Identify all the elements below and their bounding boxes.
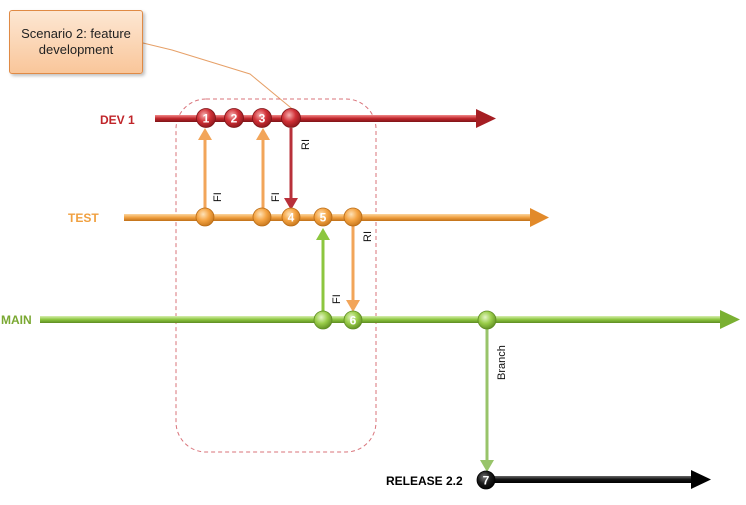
dev-branch-label: DEV 1 [100, 113, 135, 127]
test-node-5: 5 [313, 207, 333, 227]
svg-text:5: 5 [320, 211, 327, 225]
dev-node-1: 1 [196, 108, 216, 128]
test-branch-line [124, 208, 549, 227]
scenario-region [175, 98, 377, 453]
scenario-callout: Scenario 2: feature development [9, 10, 143, 74]
test-node-fi-2 [252, 207, 272, 227]
dev-branch-line [155, 109, 496, 128]
release-branch-line [487, 470, 711, 489]
ri-label-test: RI [362, 231, 374, 242]
ri-arrow-test-to-main [346, 226, 360, 312]
release-node-7: 7 [476, 470, 496, 490]
test-node-fi-1 [195, 207, 215, 227]
main-branch-line [40, 310, 740, 329]
test-node-4: 4 [281, 207, 301, 227]
dev-node-2: 2 [224, 108, 244, 128]
branch-label: Branch [496, 345, 508, 380]
fi-arrow-main-to-test [316, 228, 330, 312]
svg-text:3: 3 [259, 112, 266, 126]
fi-label-1: FI [212, 192, 224, 202]
ri-label-dev: RI [300, 139, 312, 150]
test-node-ri [343, 207, 363, 227]
svg-text:2: 2 [231, 112, 238, 126]
fi-label-2: FI [270, 192, 282, 202]
main-node-branch [477, 310, 497, 330]
ri-arrow-dev-to-test [284, 128, 298, 210]
svg-text:6: 6 [350, 314, 357, 328]
svg-text:4: 4 [288, 211, 295, 225]
callout-text: Scenario 2: feature development [21, 26, 131, 57]
callout-pointer [142, 42, 297, 113]
fi-arrow-test-to-dev-2 [256, 128, 270, 210]
fi-arrow-test-to-dev-1 [198, 128, 212, 210]
dev-node-ri [281, 108, 301, 128]
fi-label-main: FI [331, 294, 343, 304]
test-branch-label: TEST [68, 211, 99, 225]
main-node-6: 6 [343, 310, 363, 330]
svg-text:7: 7 [483, 474, 490, 488]
svg-text:1: 1 [203, 112, 210, 126]
dev-node-3: 3 [252, 108, 272, 128]
release-branch-label: RELEASE 2.2 [386, 474, 463, 488]
main-node-fi [313, 310, 333, 330]
main-branch-label: MAIN [1, 313, 32, 327]
branch-arrow-main-to-release [480, 326, 494, 472]
